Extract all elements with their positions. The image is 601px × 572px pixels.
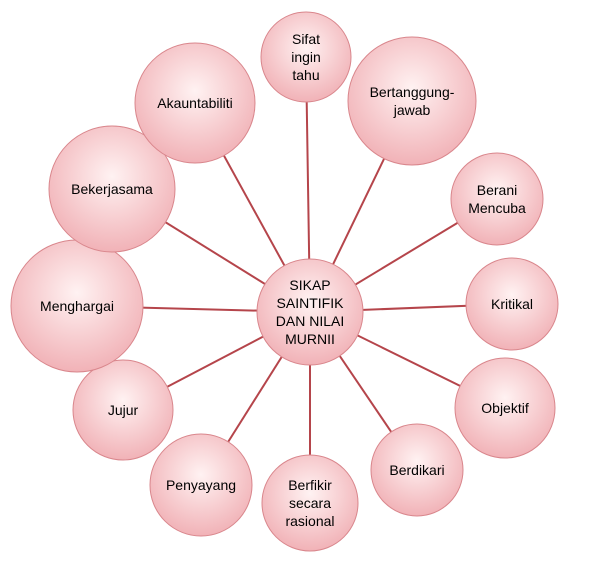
bubble-berfikir-secara-rasional-circle: [261, 454, 359, 552]
bubble-bekerjasama-label-line: Bekerjasama: [71, 181, 153, 197]
bubble-akauntabiliti-label-line: Akauntabiliti: [157, 95, 233, 111]
bubble-nodes: SifatingintahuBertanggung-jawabBeraniMen…: [10, 11, 559, 552]
bubble-sifat-ingin-tahu-circle: [260, 11, 352, 103]
bubble-penyayang-circle: [149, 433, 253, 537]
bubble-bertanggung-jawab-label-line: jawab: [393, 102, 431, 118]
bubble-menghargai: Menghargai: [10, 239, 144, 373]
bubble-sifat-ingin-tahu-label-line: tahu: [292, 67, 319, 83]
bubble-berani-mencuba-label-line: Mencuba: [468, 200, 526, 216]
bubble-berdikari-circle: [370, 423, 464, 517]
bubble-berani-mencuba-circle: [450, 152, 544, 246]
center-bubble-label-line: SIKAP: [289, 277, 330, 293]
bubble-penyayang-label-line: Penyayang: [166, 477, 236, 493]
bubble-menghargai-label-line: Menghargai: [40, 298, 114, 314]
center-bubble: SIKAP SAINTIFIK DAN NILAI MURNII: [256, 258, 364, 366]
bubble-akauntabiliti: Akauntabiliti: [134, 42, 256, 164]
bubble-bertanggung-jawab: Bertanggung-jawab: [347, 36, 477, 166]
bubble-berfikir-secara-rasional-label-line: rasional: [285, 513, 334, 529]
center-bubble-label-line: SAINTIFIK: [277, 295, 345, 311]
center-bubble-label-line: MURNII: [285, 331, 335, 347]
center-bubble-label-line: DAN NILAI: [276, 313, 344, 329]
bubble-kritikal: Kritikal: [465, 257, 559, 351]
bubble-bekerjasama: Bekerjasama: [48, 125, 176, 253]
bubble-berani-mencuba-label-line: Berani: [477, 182, 517, 198]
bubble-jujur-label-line: Jujur: [108, 402, 139, 418]
bubble-berfikir-secara-rasional-label-line: Berfikir: [288, 477, 332, 493]
bubble-sifat-ingin-tahu-label-line: ingin: [291, 49, 321, 65]
bubble-objektif: Objektif: [454, 357, 556, 459]
bubble-penyayang: Penyayang: [149, 433, 253, 537]
bubble-berfikir-secara-rasional-label-line: secara: [289, 495, 331, 511]
bubble-bertanggung-jawab-label-line: Bertanggung-: [370, 84, 455, 100]
bubble-kritikal-label-line: Kritikal: [491, 296, 533, 312]
bubble-sifat-ingin-tahu-label-line: Sifat: [292, 31, 320, 47]
bubble-akauntabiliti-circle: [134, 42, 256, 164]
bubble-berdikari-label-line: Berdikari: [389, 462, 444, 478]
bubble-objektif-circle: [454, 357, 556, 459]
bubble-kritikal-circle: [465, 257, 559, 351]
bubble-bekerjasama-circle: [48, 125, 176, 253]
bubble-jujur-circle: [72, 359, 174, 461]
center-bubble-circle: [256, 258, 364, 366]
bubble-berdikari: Berdikari: [370, 423, 464, 517]
bubble-jujur: Jujur: [72, 359, 174, 461]
bubble-objektif-label-line: Objektif: [481, 400, 529, 416]
bubble-berfikir-secara-rasional: Berfikir secara rasional: [261, 454, 359, 552]
bubble-sifat-ingin-tahu: Sifat ingin tahu: [260, 11, 352, 103]
bubble-bertanggung-jawab-circle: [347, 36, 477, 166]
